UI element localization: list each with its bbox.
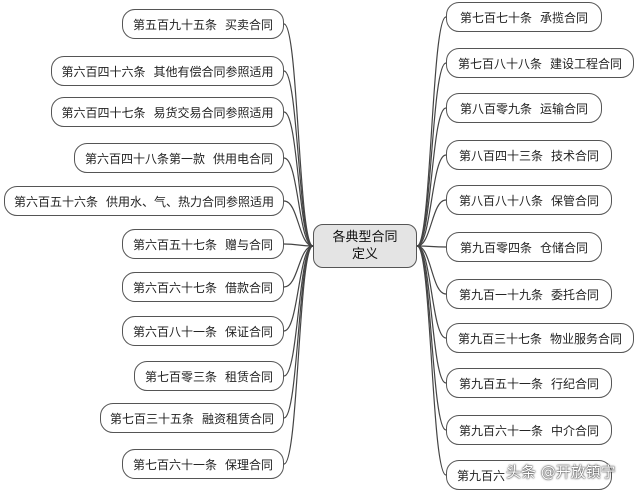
left-node-4[interactable]: 第六百四十八条第一款 供用电合同 — [74, 143, 284, 173]
connector-line — [416, 245, 447, 476]
central-topic-line1: 各典型合同 — [332, 230, 398, 245]
left-node-8[interactable]: 第六百八十一条 保证合同 — [122, 316, 284, 346]
right-node-6[interactable]: 第九百零四条 仓储合同 — [446, 232, 602, 262]
left-node-2[interactable]: 第六百四十六条 其他有偿合同参照适用 — [51, 56, 284, 86]
contract-type: 租赁合同 — [225, 369, 274, 384]
article-number: 第九百六 — [457, 468, 506, 483]
right-node-4[interactable]: 第八百四十三条 技术合同 — [446, 140, 612, 170]
connector-line — [283, 245, 314, 465]
contract-type: 运输合同 — [540, 101, 589, 116]
central-topic-line2: 定义 — [351, 247, 378, 262]
left-node-5[interactable]: 第六百五十六条 供用水、气、热力合同参照适用 — [4, 186, 284, 216]
article-number: 第九百一十九条 — [458, 287, 543, 302]
contract-type: 买卖合同 — [225, 17, 274, 32]
watermark: 头条 @开放镇宁 — [506, 463, 616, 481]
right-node-2[interactable]: 第七百八十八条 建设工程合同 — [446, 48, 634, 78]
right-node-8[interactable]: 第九百三十七条 物业服务合同 — [446, 323, 634, 353]
contract-type: 保证合同 — [225, 324, 274, 339]
connector-line — [283, 23, 314, 247]
article-number: 第七百八十八条 — [457, 56, 542, 71]
connector-line — [283, 70, 314, 247]
connector-line — [416, 245, 447, 248]
article-number: 第六百五十七条 — [132, 237, 217, 252]
article-number: 第八百零九条 — [459, 101, 532, 116]
article-number: 第九百零四条 — [459, 240, 532, 255]
article-number: 第九百五十一条 — [458, 376, 543, 391]
connector-line — [416, 62, 447, 247]
article-number: 第六百四十六条 — [61, 64, 146, 79]
connector-line — [283, 157, 314, 247]
right-node-3[interactable]: 第八百零九条 运输合同 — [446, 93, 602, 123]
right-node-1[interactable]: 第七百七十条 承揽合同 — [446, 2, 602, 32]
article-number: 第六百四十八条第一款 — [84, 151, 205, 166]
contract-type: 保理合同 — [225, 457, 274, 472]
contract-type: 承揽合同 — [540, 10, 589, 25]
right-node-7[interactable]: 第九百一十九条 委托合同 — [446, 279, 612, 309]
connector-line — [283, 200, 314, 247]
contract-type: 仓储合同 — [540, 240, 589, 255]
contract-type: 赠与合同 — [225, 237, 274, 252]
contract-type: 物业服务合同 — [550, 331, 623, 346]
article-number: 第九百六十一条 — [458, 423, 543, 438]
article-number: 第七百三十五条 — [109, 411, 194, 426]
contract-type: 委托合同 — [551, 287, 600, 302]
article-number: 第六百六十七条 — [132, 280, 217, 295]
connector-line — [283, 245, 314, 419]
connector-line — [416, 245, 447, 431]
right-node-9[interactable]: 第九百五十一条 行纪合同 — [446, 368, 612, 398]
central-topic[interactable]: 各典型合同 定义 — [313, 224, 417, 268]
right-node-10[interactable]: 第九百六十一条 中介合同 — [446, 415, 612, 445]
article-number: 第八百八十八条 — [458, 193, 543, 208]
connector-line — [283, 245, 314, 332]
article-number: 第八百四十三条 — [458, 148, 543, 163]
contract-type: 中介合同 — [551, 423, 600, 438]
contract-type: 供用水、气、热力合同参照适用 — [106, 194, 275, 209]
left-node-3[interactable]: 第六百四十七条 易货交易合同参照适用 — [51, 97, 284, 127]
left-node-9[interactable]: 第七百零三条 租赁合同 — [134, 361, 284, 391]
article-number: 第六百八十一条 — [132, 324, 217, 339]
article-number: 第七百零三条 — [144, 369, 217, 384]
article-number: 第六百五十六条 — [13, 194, 98, 209]
contract-type: 融资租赁合同 — [202, 411, 275, 426]
article-number: 第六百四十七条 — [61, 105, 146, 120]
right-node-11[interactable]: 第九百六 — [446, 460, 612, 490]
contract-type: 行纪合同 — [551, 376, 600, 391]
connector-line — [283, 243, 314, 247]
right-node-5[interactable]: 第八百八十八条 保管合同 — [446, 185, 612, 215]
connector-line — [416, 199, 447, 247]
left-node-11[interactable]: 第七百六十一条 保理合同 — [122, 449, 284, 479]
connector-line — [416, 16, 447, 247]
article-number: 第七百七十条 — [459, 10, 532, 25]
left-node-7[interactable]: 第六百六十七条 借款合同 — [122, 272, 284, 302]
contract-type: 供用电合同 — [213, 151, 274, 166]
contract-type: 借款合同 — [225, 280, 274, 295]
left-node-6[interactable]: 第六百五十七条 赠与合同 — [122, 229, 284, 259]
left-node-1[interactable]: 第五百九十五条 买卖合同 — [122, 9, 284, 39]
article-number: 第七百六十一条 — [132, 457, 217, 472]
connector-line — [416, 107, 447, 247]
connector-line — [416, 154, 447, 247]
contract-type: 其他有偿合同参照适用 — [153, 64, 274, 79]
contract-type: 保管合同 — [551, 193, 600, 208]
connector-line — [283, 111, 314, 247]
left-node-10[interactable]: 第七百三十五条 融资租赁合同 — [100, 403, 284, 433]
contract-type: 技术合同 — [551, 148, 600, 163]
contract-type: 易货交易合同参照适用 — [153, 105, 274, 120]
article-number: 第五百九十五条 — [132, 17, 217, 32]
contract-type: 建设工程合同 — [550, 56, 623, 71]
article-number: 第九百三十七条 — [457, 331, 542, 346]
